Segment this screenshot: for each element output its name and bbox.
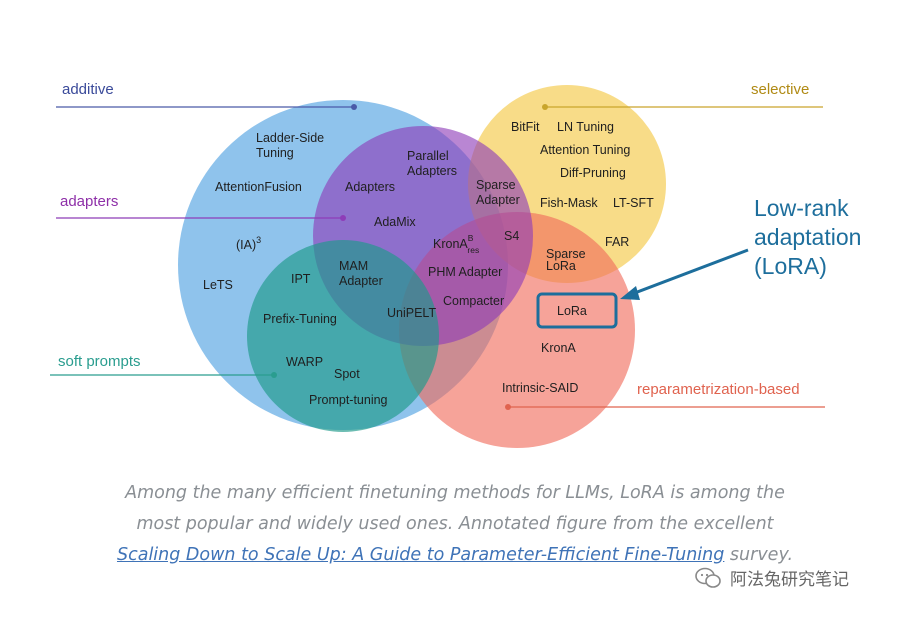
lora-highlight-box xyxy=(536,292,618,329)
watermark: 阿法兔研究笔记 xyxy=(694,565,849,590)
method-prompt-tuning: Prompt-tuning xyxy=(309,393,388,407)
method-adamix: AdaMix xyxy=(374,215,416,229)
method-lora: LoRa xyxy=(557,304,587,318)
method-diff-pruning: Diff-Pruning xyxy=(560,166,626,180)
caption-text-2: survey. xyxy=(724,545,794,565)
method-mam-adapter: MAM xyxy=(339,259,368,273)
method-attention-tuning: Attention Tuning xyxy=(540,143,630,157)
category-soft-prompts: soft prompts xyxy=(58,353,141,370)
method-mam-adapter-2: Adapter xyxy=(339,274,383,288)
method-sparse-lora: Sparse xyxy=(546,247,586,261)
category-adapters: adapters xyxy=(60,193,118,210)
method-prefix-tuning: Prefix-Tuning xyxy=(263,312,337,326)
method-krona: KronA xyxy=(541,341,576,355)
method-labels: Ladder-Side Tuning AttentionFusion (IA)3… xyxy=(203,120,654,407)
method-sparse-lora-2: LoRa xyxy=(546,259,576,273)
method-sparse-adapter-2: Adapter xyxy=(476,193,520,207)
annotation-line-1: Low-rank xyxy=(754,195,849,221)
method-lets: LeTS xyxy=(203,278,233,292)
wechat-icon xyxy=(695,567,721,588)
watermark-text: 阿法兔研究笔记 xyxy=(730,570,849,590)
method-compacter: Compacter xyxy=(443,294,504,308)
method-ladder-side-2: Tuning xyxy=(256,146,294,160)
method-lt-sft: LT-SFT xyxy=(613,196,654,210)
annotation-line-3: (LoRA) xyxy=(754,253,827,279)
method-fish-mask: Fish-Mask xyxy=(540,196,598,210)
caption-survey-link[interactable]: Scaling Down to Scale Up: A Guide to Par… xyxy=(116,545,725,565)
method-spot: Spot xyxy=(334,367,360,381)
annotation-line-2: adaptation xyxy=(754,224,861,250)
venn-diagram: additive adapters soft prompts selective… xyxy=(50,81,861,448)
method-attention-fusion: AttentionFusion xyxy=(215,180,302,194)
method-s4: S4 xyxy=(504,229,519,243)
method-intrinsic-said: Intrinsic-SAID xyxy=(502,381,578,395)
method-parallel-adapters-2: Adapters xyxy=(407,164,457,178)
soft-prompts-circle xyxy=(247,240,439,432)
method-far: FAR xyxy=(605,235,629,249)
method-warp: WARP xyxy=(286,355,323,369)
method-sparse-adapter: Sparse xyxy=(476,178,516,192)
category-reparametrization: reparametrization-based xyxy=(637,381,800,398)
category-lines xyxy=(50,104,825,410)
category-selective: selective xyxy=(751,81,809,98)
annotation-arrow xyxy=(620,248,749,300)
method-ladder-side: Ladder-Side xyxy=(256,131,324,145)
figure-caption: Among the many efficient finetuning meth… xyxy=(110,478,800,571)
caption-text-1: Among the many efficient finetuning meth… xyxy=(125,483,785,534)
method-ia3: (IA)3 xyxy=(236,235,261,252)
method-ipt: IPT xyxy=(291,272,311,286)
method-phm-adapter: PHM Adapter xyxy=(428,265,502,279)
method-parallel-adapters: Parallel xyxy=(407,149,449,163)
method-unipelt: UniPELT xyxy=(387,306,436,320)
method-adapters: Adapters xyxy=(345,180,395,194)
method-ln-tuning: LN Tuning xyxy=(557,120,614,134)
category-additive: additive xyxy=(62,81,114,98)
method-bitfit: BitFit xyxy=(511,120,540,134)
